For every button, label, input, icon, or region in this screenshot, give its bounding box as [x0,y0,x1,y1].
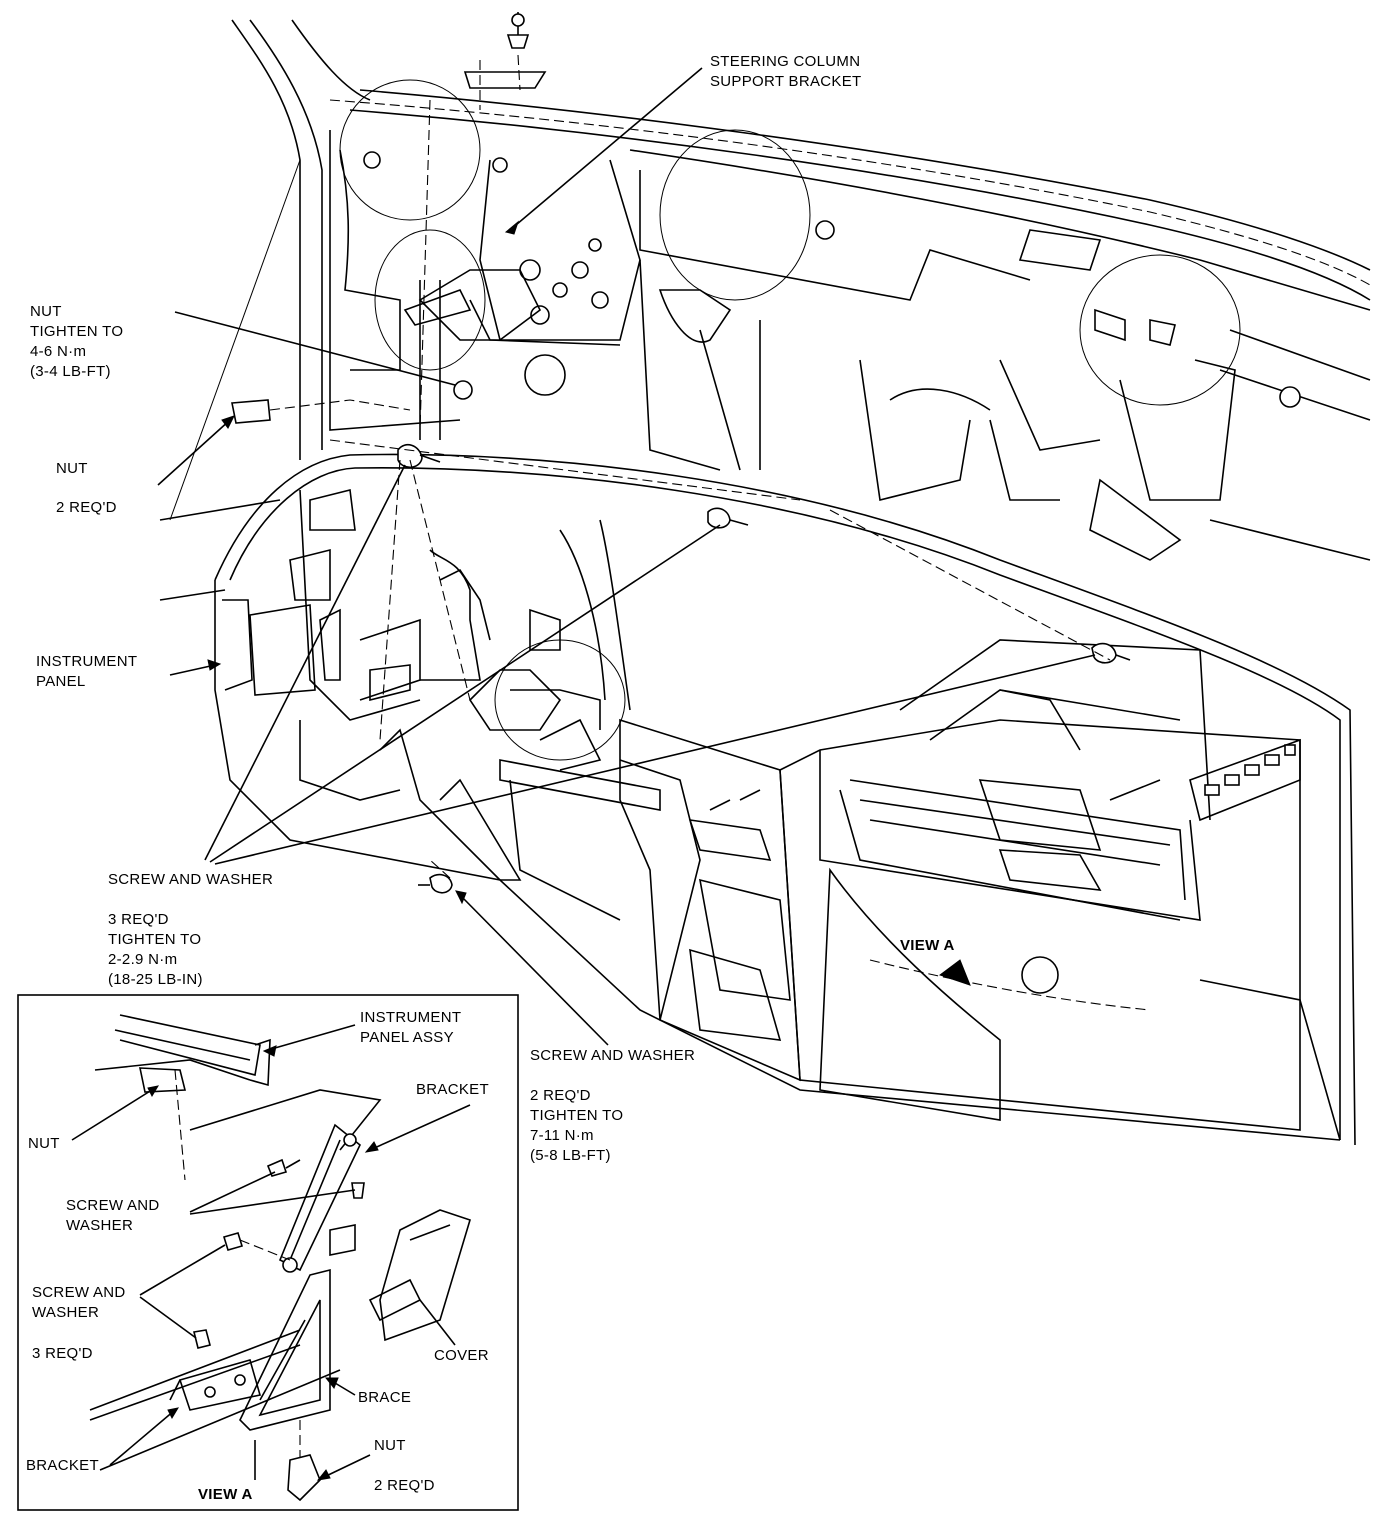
fasteners [231,12,1131,894]
firewall [329,130,1236,561]
cowl-top [329,89,1371,561]
label-nut-left: NUT [56,460,88,477]
steering-column-opening [468,669,661,921]
label-instrument-panel: INSTRUMENT PANEL [36,653,138,690]
center-stack [619,718,801,1082]
inset-label-nut-bottom: NUT [374,1437,406,1454]
instrument-panel-body [214,453,1356,1146]
inset-label-2-required: 2 REQ'D [374,1477,435,1494]
inset-label-screw-and-washer-1: SCREW AND WASHER [66,1197,160,1234]
glove-box-door [779,639,1341,1141]
label-screw-and-washer-main: SCREW AND WASHER [108,871,274,888]
label-screw-and-washer-lower: SCREW AND WASHER [530,1047,696,1064]
inset-label-brace: BRACE [358,1389,412,1406]
label-nut-tighten: NUT TIGHTEN TO 4-6 N·m (3-4 LB-FT) [30,303,124,380]
assembly-lines [269,54,1111,879]
inset-label-nut: NUT [28,1135,60,1152]
body-pillar [159,19,371,601]
label-view-a-main: VIEW A [900,937,955,954]
label-screw-and-washer-lower-spec: 2 REQ'D TIGHTEN TO 7-11 N·m (5-8 LB-FT) [530,1087,624,1164]
label-screw-and-washer-main-spec: 3 REQ'D TIGHTEN TO 2-2.9 N·m (18-25 LB-I… [108,911,203,988]
inset-label-3-required: 3 REQ'D [32,1345,93,1362]
inset-label-bracket-bottom: BRACKET [26,1457,99,1474]
view-a-inset [17,994,519,1511]
inset-label-screw-and-washer-2: SCREW AND WASHER [32,1284,126,1321]
detail-circles [339,79,1241,761]
label-nut-left-required: 2 REQ'D [56,499,117,516]
leader-lines [157,67,1096,1046]
inset-label-bracket-top: BRACKET [416,1081,489,1098]
inset-label-instrument-panel-assy: INSTRUMENT PANEL ASSY [360,1009,462,1046]
inset-label-cover: COVER [434,1347,489,1364]
label-steering-column-support-bracket: STEERING COLUMN SUPPORT BRACKET [710,53,862,90]
inset-label-view-a: VIEW A [198,1486,253,1503]
steering-column-support-bracket [403,269,621,440]
